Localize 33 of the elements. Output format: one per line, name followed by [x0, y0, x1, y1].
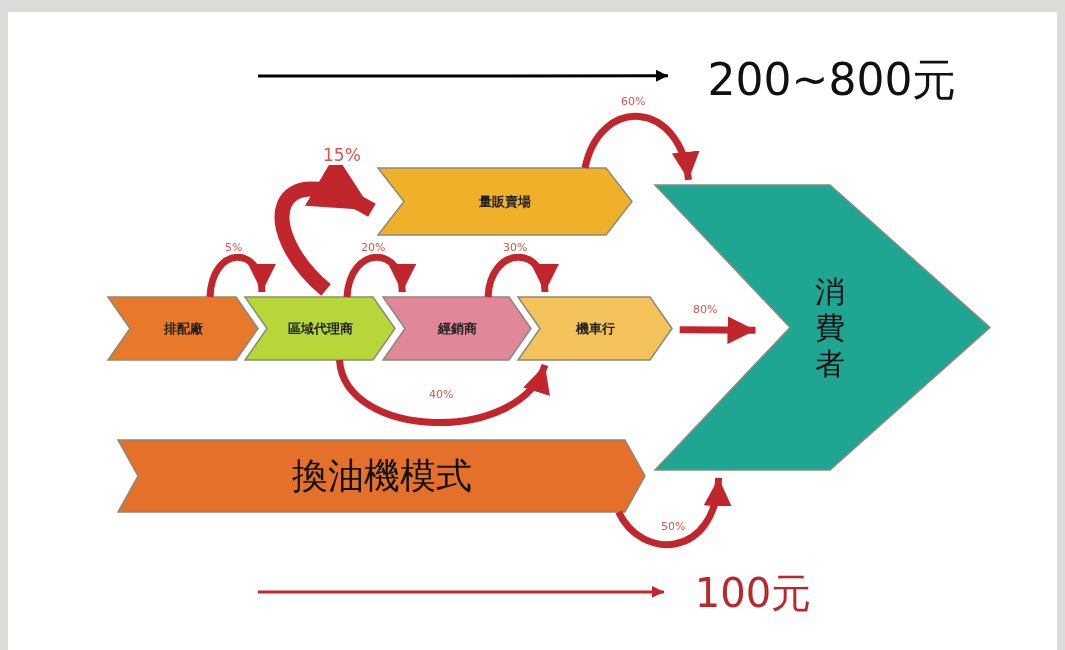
chevron-box [378, 168, 632, 235]
arrow [484, 254, 557, 298]
box-label: 換油機模式 [291, 453, 472, 498]
box-label: 排配廠 [163, 319, 203, 338]
chevron-box [655, 185, 990, 470]
arrow [581, 113, 698, 181]
edge-label: 80% [692, 304, 719, 316]
chevron-box [108, 297, 258, 360]
chevron-box [518, 297, 672, 360]
box-label: 消費者 [815, 273, 845, 382]
edge-label: 30% [502, 242, 529, 254]
chevron-box [118, 440, 645, 512]
edge-label: 20% [360, 242, 387, 254]
edge-label: 15% [322, 146, 362, 165]
arrow [679, 316, 756, 345]
price-text: 100元 [694, 568, 812, 618]
arrow [615, 477, 730, 548]
price-text: 200~800元 [707, 52, 957, 107]
box-label: 機車行 [575, 319, 615, 338]
arrow [258, 585, 664, 598]
arrow [258, 69, 668, 82]
arrow [206, 253, 274, 298]
edge-label: 60% [620, 96, 647, 108]
edge-label: 40% [428, 389, 455, 401]
box-label: 量販賣場 [479, 192, 531, 211]
edge-label: 5% [224, 242, 244, 254]
arrow [343, 254, 414, 298]
chevron-box [245, 297, 395, 360]
arrow [336, 359, 549, 426]
chevron-box [383, 297, 531, 360]
box-label: 經銷商 [437, 319, 477, 338]
edge-label: 50% [660, 521, 687, 533]
box-label: 區域代理商 [287, 319, 353, 338]
